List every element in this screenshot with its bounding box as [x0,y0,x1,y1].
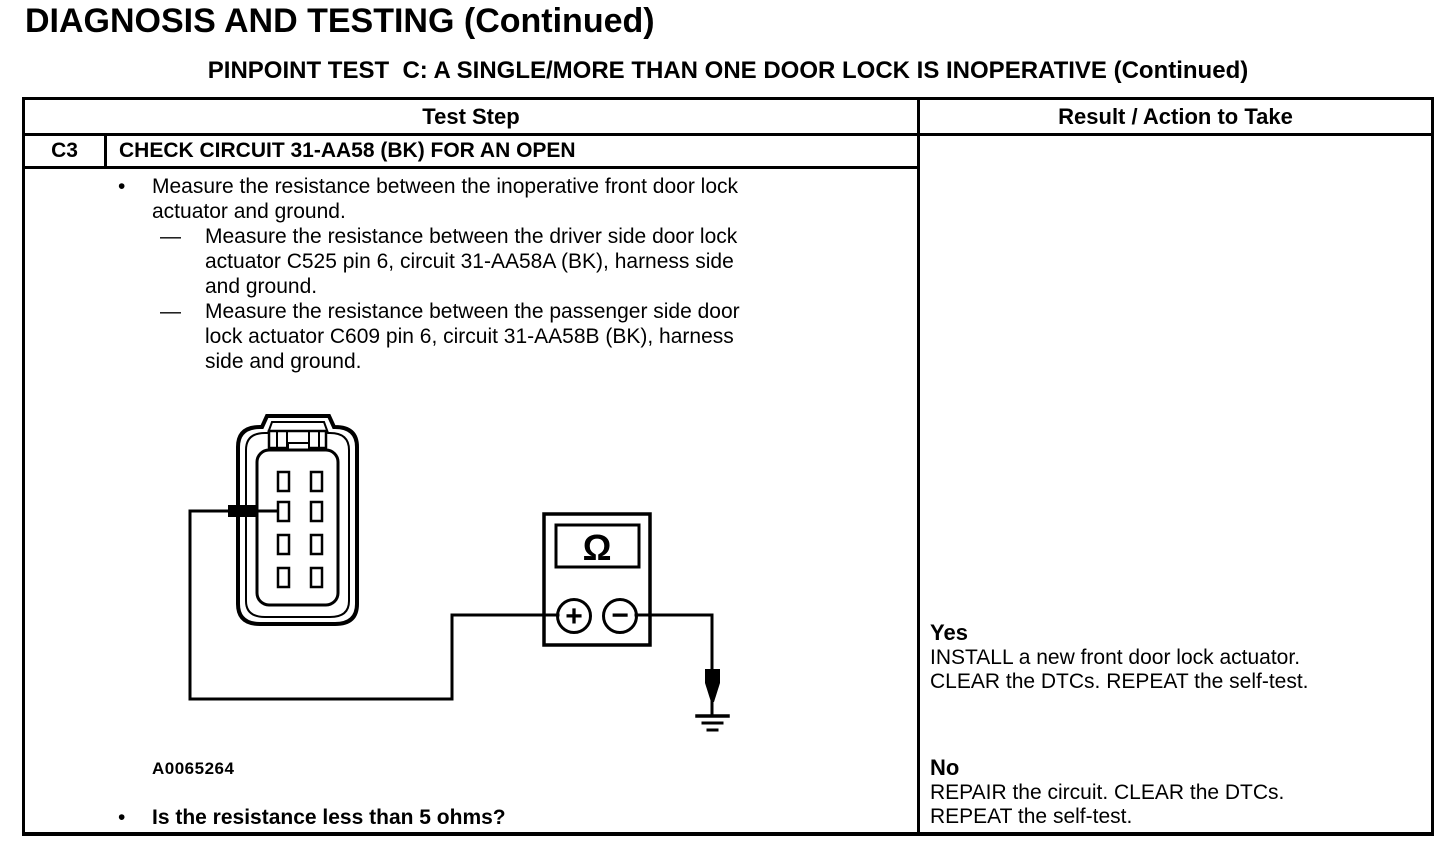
test-probe [228,505,258,517]
step-question: • Is the resistance less than 5 ohms? [25,805,506,830]
connector-housing-outline [236,414,359,626]
sub-instruction-item: — Measure the resistance between the pas… [25,299,917,374]
ohmmeter: Ω + − [542,512,652,647]
connector-pin [276,566,291,589]
connector-pin [309,500,324,523]
step-title-row: C3 CHECK CIRCUIT 31-AA58 (BK) FOR AN OPE… [25,136,917,169]
resistance-test-figure: Ω + − [185,412,745,742]
connector-pin [309,470,324,493]
result-column-header: Result / Action to Take [1058,103,1293,129]
connector-pin [309,533,324,556]
connector-housing-inner-outline [245,421,350,618]
result-action-cell: Yes INSTALL a new front door lock actuat… [920,136,1431,832]
yes-result-block: Yes INSTALL a new front door lock actuat… [930,619,1415,693]
connector-pin [276,470,291,493]
step-name: CHECK CIRCUIT 31-AA58 (BK) FOR AN OPEN [119,139,576,162]
yes-label: Yes [930,620,968,645]
sub-instruction-text: Measure the resistance between the drive… [205,225,738,298]
instruction-text: Measure the resistance between the inope… [152,175,739,223]
yes-action-text: INSTALL a new front door lock actuator. … [930,646,1309,693]
test-step-cell: C3 CHECK CIRCUIT 31-AA58 (BK) FOR AN OPE… [25,136,920,832]
connector-pin [276,533,291,556]
dash-marker: — [160,225,181,248]
plus-sign: + [565,600,583,633]
figure-id-label: A0065264 [152,759,235,778]
ground-lead-wire [634,613,714,672]
step-instructions: • Measure the resistance between the ino… [25,174,917,374]
no-action-text: REPAIR the circuit. CLEAR the DTCs. REPE… [930,781,1285,828]
minus-sign: − [611,599,629,632]
dash-marker: — [160,300,181,323]
positive-terminal-icon [556,598,592,634]
ohm-symbol: Ω [583,527,612,568]
bullet-marker: • [118,175,126,198]
test-lead-wire [188,509,560,701]
ohmmeter-body [542,512,652,647]
negative-terminal-icon [602,598,638,634]
step-question-text: Is the resistance less than 5 ohms? [152,806,506,829]
step-id: C3 [25,136,107,166]
connector-latch [267,429,328,451]
sub-instruction-text: Measure the resistance between the passe… [205,300,740,373]
pinpoint-test-table: Test Step Result / Action to Take C3 CHE… [22,97,1434,836]
ohmmeter-display [554,523,641,569]
connector-body [255,448,340,607]
ground-probe [705,669,720,702]
no-label: No [930,755,960,780]
bullet-marker: • [118,806,126,829]
test-step-column-header: Test Step [25,100,920,133]
connector-pins [276,470,324,589]
connector-pin [309,566,324,589]
instruction-item: • Measure the resistance between the ino… [25,174,917,224]
table-header-row: Test Step Result / Action to Take [25,100,1431,136]
sub-instruction-item: — Measure the resistance between the dri… [25,224,917,299]
page-title: DIAGNOSIS AND TESTING (Continued) [25,2,655,40]
connector-pin [276,500,291,523]
wiring-diagram: Ω + − [188,414,730,732]
table-body: C3 CHECK CIRCUIT 31-AA58 (BK) FOR AN OPE… [25,136,1431,832]
ground-symbol [695,714,730,732]
no-result-block: No REPAIR the circuit. CLEAR the DTCs. R… [930,754,1415,828]
pinpoint-test-subtitle: PINPOINT TEST C: A SINGLE/MORE THAN ONE … [207,57,1249,84]
